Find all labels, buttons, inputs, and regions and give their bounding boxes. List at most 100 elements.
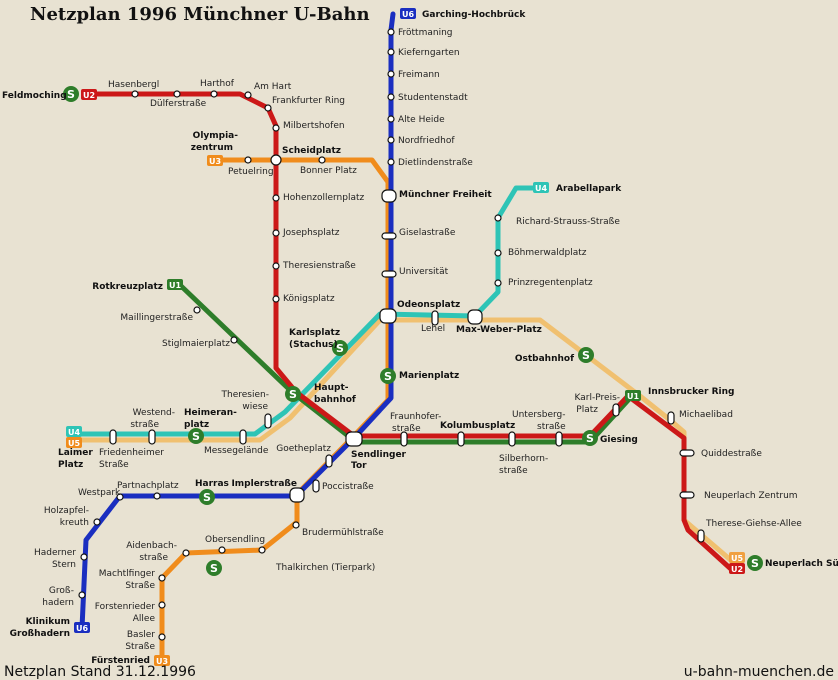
station-marker[interactable] bbox=[272, 229, 280, 237]
station-marker[interactable] bbox=[93, 518, 101, 526]
station-label: Haderner bbox=[34, 548, 76, 558]
station-marker[interactable] bbox=[173, 90, 181, 98]
station-marker[interactable] bbox=[182, 549, 190, 557]
station-marker[interactable] bbox=[508, 431, 516, 447]
station-marker[interactable] bbox=[494, 279, 502, 287]
svg-text:U3: U3 bbox=[156, 657, 168, 666]
station-marker[interactable] bbox=[292, 521, 300, 529]
station-marker[interactable] bbox=[467, 309, 483, 325]
station-marker[interactable] bbox=[387, 136, 395, 144]
line-badge[interactable]: U5 bbox=[66, 437, 82, 448]
station-marker[interactable] bbox=[387, 28, 395, 36]
station-marker[interactable] bbox=[381, 270, 397, 278]
station-marker[interactable] bbox=[272, 124, 280, 132]
station-label: Groß- bbox=[49, 586, 74, 596]
station-label: Kolumbusplatz bbox=[440, 421, 515, 431]
station-marker[interactable] bbox=[697, 529, 705, 543]
station-marker[interactable] bbox=[325, 454, 333, 468]
station-marker[interactable] bbox=[272, 194, 280, 202]
station-marker[interactable] bbox=[667, 411, 675, 425]
station-marker[interactable] bbox=[312, 479, 320, 493]
line-badge[interactable]: U6 bbox=[400, 8, 416, 19]
station-marker[interactable] bbox=[387, 48, 395, 56]
station-marker[interactable] bbox=[387, 93, 395, 101]
station-marker[interactable] bbox=[379, 308, 397, 324]
station-marker[interactable] bbox=[270, 154, 282, 166]
station-marker[interactable] bbox=[78, 591, 86, 599]
svg-text:S: S bbox=[751, 557, 759, 570]
station-marker[interactable] bbox=[457, 431, 465, 447]
station-marker[interactable] bbox=[230, 336, 238, 344]
station-marker[interactable] bbox=[345, 431, 363, 447]
station-marker[interactable] bbox=[400, 431, 408, 447]
station-label: kreuth bbox=[60, 518, 89, 528]
line-badges: U6 U2 U3 U1 U4 U5 U4 U1 U5 U2 U6 U3 bbox=[66, 8, 745, 666]
station-label: Karlsplatz bbox=[289, 328, 340, 338]
station-marker[interactable] bbox=[116, 493, 124, 501]
svg-text:S: S bbox=[289, 388, 297, 401]
footer-website[interactable]: u-bahn-muenchen.de bbox=[684, 664, 834, 680]
station-marker[interactable] bbox=[210, 90, 218, 98]
station-marker[interactable] bbox=[158, 633, 166, 641]
station-label: Obersendling bbox=[205, 535, 265, 545]
station-label: Garching-Hochbrück bbox=[422, 10, 526, 20]
station-marker[interactable] bbox=[193, 306, 201, 314]
footer-date: Netzplan Stand 31.12.1996 bbox=[4, 664, 196, 680]
station-marker[interactable] bbox=[264, 104, 272, 112]
station-marker[interactable] bbox=[244, 156, 252, 164]
station-labels: Garching-Hochbrück Fröttmaning Kiefernga… bbox=[2, 10, 838, 666]
station-label: Studentenstadt bbox=[398, 93, 468, 103]
line-badge[interactable]: U3 bbox=[207, 155, 223, 166]
station-label: Universität bbox=[399, 267, 449, 277]
svg-text:U2: U2 bbox=[83, 91, 95, 100]
line-badge[interactable]: U2 bbox=[81, 89, 97, 100]
station-marker[interactable] bbox=[387, 70, 395, 78]
line-badge[interactable]: U3 bbox=[154, 655, 170, 666]
station-label: Kieferngarten bbox=[398, 48, 460, 58]
station-marker[interactable] bbox=[272, 295, 280, 303]
line-badge[interactable]: U2 bbox=[729, 563, 745, 574]
line-badge[interactable]: U6 bbox=[74, 622, 90, 633]
station-marker[interactable] bbox=[244, 91, 252, 99]
line-badge[interactable]: U1 bbox=[625, 390, 641, 401]
station-marker[interactable] bbox=[258, 546, 266, 554]
station-marker[interactable] bbox=[381, 189, 397, 203]
station-label: Arabellapark bbox=[556, 184, 622, 194]
station-marker[interactable] bbox=[387, 115, 395, 123]
station-marker[interactable] bbox=[158, 574, 166, 582]
station-marker[interactable] bbox=[494, 249, 502, 257]
station-marker[interactable] bbox=[555, 431, 563, 447]
station-marker[interactable] bbox=[109, 429, 117, 445]
sbahn-icon: S bbox=[188, 428, 204, 444]
station-marker[interactable] bbox=[679, 449, 695, 457]
station-label: Freimann bbox=[398, 70, 440, 80]
station-marker[interactable] bbox=[679, 491, 695, 499]
station-label: Scheidplatz bbox=[282, 146, 341, 156]
station-label: Feldmoching bbox=[2, 91, 67, 101]
station-marker[interactable] bbox=[80, 553, 88, 561]
line-badge[interactable]: U4 bbox=[533, 182, 549, 193]
station-marker[interactable] bbox=[158, 601, 166, 609]
station-marker[interactable] bbox=[218, 546, 226, 554]
sbahn-icon: S bbox=[332, 340, 348, 356]
line-badge[interactable]: U1 bbox=[167, 279, 183, 290]
svg-text:S: S bbox=[582, 349, 590, 362]
svg-text:U6: U6 bbox=[76, 624, 88, 633]
station-marker[interactable] bbox=[289, 487, 305, 503]
line-badge[interactable]: U4 bbox=[66, 426, 82, 437]
station-marker[interactable] bbox=[381, 232, 397, 240]
station-marker[interactable] bbox=[239, 429, 247, 445]
station-marker[interactable] bbox=[612, 403, 620, 417]
station-marker[interactable] bbox=[148, 429, 156, 445]
station-marker[interactable] bbox=[494, 214, 502, 222]
line-badge[interactable]: U5 bbox=[729, 552, 745, 563]
svg-text:U5: U5 bbox=[68, 439, 80, 448]
station-marker[interactable] bbox=[431, 310, 439, 326]
station-marker[interactable] bbox=[131, 90, 139, 98]
svg-text:U1: U1 bbox=[169, 281, 181, 290]
station-marker[interactable] bbox=[153, 492, 161, 500]
station-marker[interactable] bbox=[387, 158, 395, 166]
station-marker[interactable] bbox=[264, 413, 272, 429]
station-marker[interactable] bbox=[272, 262, 280, 270]
station-marker[interactable] bbox=[318, 156, 326, 164]
